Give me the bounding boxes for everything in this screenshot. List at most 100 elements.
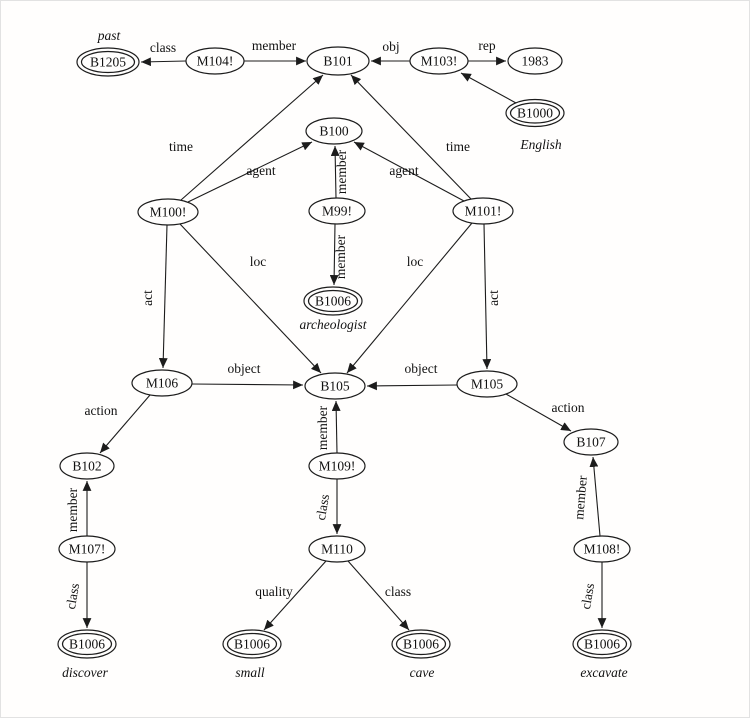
edge-line <box>331 400 341 454</box>
node-label: B101 <box>323 54 352 69</box>
edge-line <box>158 224 168 369</box>
node-b1006-small: B1006 <box>222 629 282 659</box>
node-1983: 1983 <box>507 47 563 75</box>
edge-m100-to-b100: agent <box>187 141 313 203</box>
node-label: M106 <box>146 376 179 391</box>
edge-m99-to-b100: member <box>330 145 349 199</box>
node-m107: M107! <box>58 535 116 563</box>
edge-m110-to-b1006-cave: class <box>347 560 411 631</box>
node-m110: M110 <box>308 535 366 563</box>
edge-m108-to-b1006-excavate: class <box>578 562 607 628</box>
edge-m105-to-b107: action <box>505 393 585 432</box>
edge-label: rep <box>478 38 495 53</box>
edge-line <box>99 394 151 454</box>
edge-label: act <box>140 290 155 306</box>
edge-m108-to-b107: member <box>571 456 601 537</box>
node-b1205: B1205 <box>76 47 140 77</box>
node-outline <box>456 370 518 398</box>
node-label: B1006 <box>584 637 620 652</box>
edge-line <box>353 141 465 202</box>
edge-m106-to-b102: action <box>85 394 151 454</box>
edge-label: class <box>150 40 176 55</box>
edge-line <box>263 560 327 631</box>
edge-m101-to-b105: loc <box>346 222 473 374</box>
node-label: M107! <box>69 542 106 557</box>
edge-label: act <box>486 290 501 306</box>
node-label: 1983 <box>522 54 549 69</box>
caption-archeologist: archeologist <box>300 317 368 332</box>
edge-m99-to-b1006: member <box>329 223 348 286</box>
edge-label: time <box>169 139 193 154</box>
node-outline <box>58 535 116 563</box>
node-m105: M105 <box>456 370 518 398</box>
edge-line <box>346 222 473 374</box>
edge-m105-to-b105: object <box>366 361 458 391</box>
edge-line <box>180 74 324 201</box>
edge-label: quality <box>255 584 293 599</box>
node-label: M110 <box>321 542 353 557</box>
node-label: B1205 <box>90 55 126 70</box>
edge-label: loc <box>250 254 267 269</box>
node-outline <box>507 47 563 75</box>
node-b107: B107 <box>563 428 619 456</box>
edge-line <box>350 74 472 200</box>
edge-label: class <box>578 582 597 610</box>
node-outline <box>308 197 366 225</box>
node-outline-inner <box>395 632 447 656</box>
node-outline <box>409 47 469 75</box>
node-label: B105 <box>320 379 350 394</box>
edge-line <box>589 456 601 537</box>
node-m101: M101! <box>452 197 514 225</box>
node-m99: M99! <box>308 197 366 225</box>
node-b1006-archeologist: B1006 <box>303 286 363 316</box>
edge-m100-to-b105: loc <box>179 223 322 374</box>
caption-small: small <box>235 665 265 680</box>
edge-m101-to-b101: time <box>350 74 472 200</box>
node-label: M99! <box>322 204 352 219</box>
edge-label: agent <box>389 163 418 178</box>
caption-past: past <box>97 28 122 43</box>
edge-label: obj <box>382 39 399 54</box>
node-outline <box>452 197 514 225</box>
node-label: M100! <box>150 205 187 220</box>
node-label: M101! <box>465 204 502 219</box>
node-outline-inner <box>509 102 561 124</box>
node-label: B1000 <box>517 106 553 121</box>
edge-line <box>482 223 492 370</box>
edge-m107-to-b102: member <box>65 481 92 536</box>
node-label: M105 <box>471 377 504 392</box>
edge-label: object <box>228 361 261 376</box>
node-b100: B100 <box>305 117 363 145</box>
node-outline <box>308 452 366 480</box>
edge-line <box>179 223 322 374</box>
node-outline <box>304 372 366 400</box>
node-m109: M109! <box>308 452 366 480</box>
node-label: B1006 <box>234 637 270 652</box>
node-b101: B101 <box>306 46 370 76</box>
node-outline <box>563 428 619 456</box>
edge-line <box>330 145 340 199</box>
node-label: B107 <box>576 435 606 450</box>
node-label: B1006 <box>315 294 351 309</box>
edge-line <box>329 223 339 286</box>
node-b102: B102 <box>59 452 115 480</box>
node-m100: M100! <box>137 198 199 226</box>
edge-label: loc <box>407 254 424 269</box>
node-label: M108! <box>584 542 621 557</box>
edge-m100-to-b101: time <box>169 74 324 201</box>
node-outline-inner <box>307 289 359 313</box>
node-outline <box>185 47 245 75</box>
edge-line <box>505 393 572 432</box>
edge-m103-to-b101: obj <box>371 39 410 66</box>
edge-m106-to-b105: object <box>191 361 304 390</box>
edge-m109-to-b105: member <box>315 400 341 454</box>
edge-m104-to-b1205: class <box>140 40 187 67</box>
node-b1006-discover: B1006 <box>57 629 117 659</box>
node-outline <box>137 198 199 226</box>
node-outline-inner <box>226 632 278 656</box>
edge-m101-to-b100: agent <box>353 141 465 202</box>
edge-line <box>366 381 458 391</box>
node-label: B100 <box>319 124 349 139</box>
